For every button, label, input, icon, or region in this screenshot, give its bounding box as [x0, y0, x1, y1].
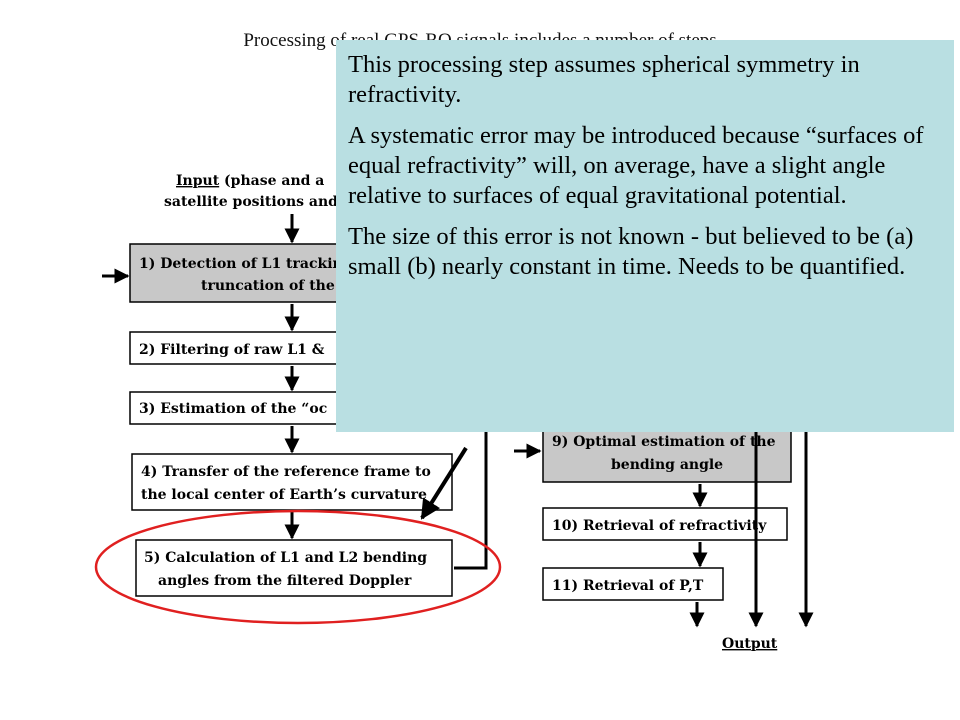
step-11-box: [542, 567, 724, 601]
callout-pointer-arrow: [420, 446, 468, 520]
step-9-line2: bending angle: [611, 457, 723, 473]
input-line2: satellite positions and: [164, 194, 338, 210]
step-3-box: [129, 391, 361, 425]
step-9-line1: 9) Optimal estimation of the: [552, 434, 776, 450]
step-1-line2: truncation of the: [201, 278, 335, 294]
step-5-box: [135, 539, 453, 597]
highlight-ellipse: [94, 509, 502, 625]
step-11-line1: 11) Retrieval of P,T: [552, 578, 704, 594]
step-2-box: [129, 331, 361, 365]
step-3-line1: 3) Estimation of the “oc: [139, 401, 327, 417]
output-label: Output: [722, 636, 778, 652]
callout-note: This processing step assumes spherical s…: [336, 40, 954, 432]
step-1-line1: 1) Detection of L1 tracking: [139, 256, 353, 272]
connector-step5-up: [454, 420, 488, 570]
step-5-line2: angles from the filtered Doppler: [158, 573, 412, 589]
step-5-line1: 5) Calculation of L1 and L2 bending: [144, 550, 427, 566]
callout-paragraph-1: This processing step assumes spherical s…: [348, 51, 860, 108]
step-2-line1: 2) Filtering of raw L1 &: [139, 342, 325, 358]
step-4-line2: the local center of Earth’s curvature: [141, 487, 427, 503]
step-4-line1: 4) Transfer of the reference frame to: [141, 464, 431, 480]
step-10-box: [542, 507, 788, 541]
step-4-box: [131, 453, 453, 511]
callout-paragraph-2: A systematic error may be introduced bec…: [348, 122, 924, 209]
input-label: Input (phase and a: [176, 173, 324, 189]
callout-paragraph-3: The size of this error is not known - bu…: [348, 223, 914, 280]
step-1-box: [129, 243, 361, 303]
step-9-box: [542, 425, 792, 483]
step-10-line1: 10) Retrieval of refractivity: [552, 518, 767, 534]
